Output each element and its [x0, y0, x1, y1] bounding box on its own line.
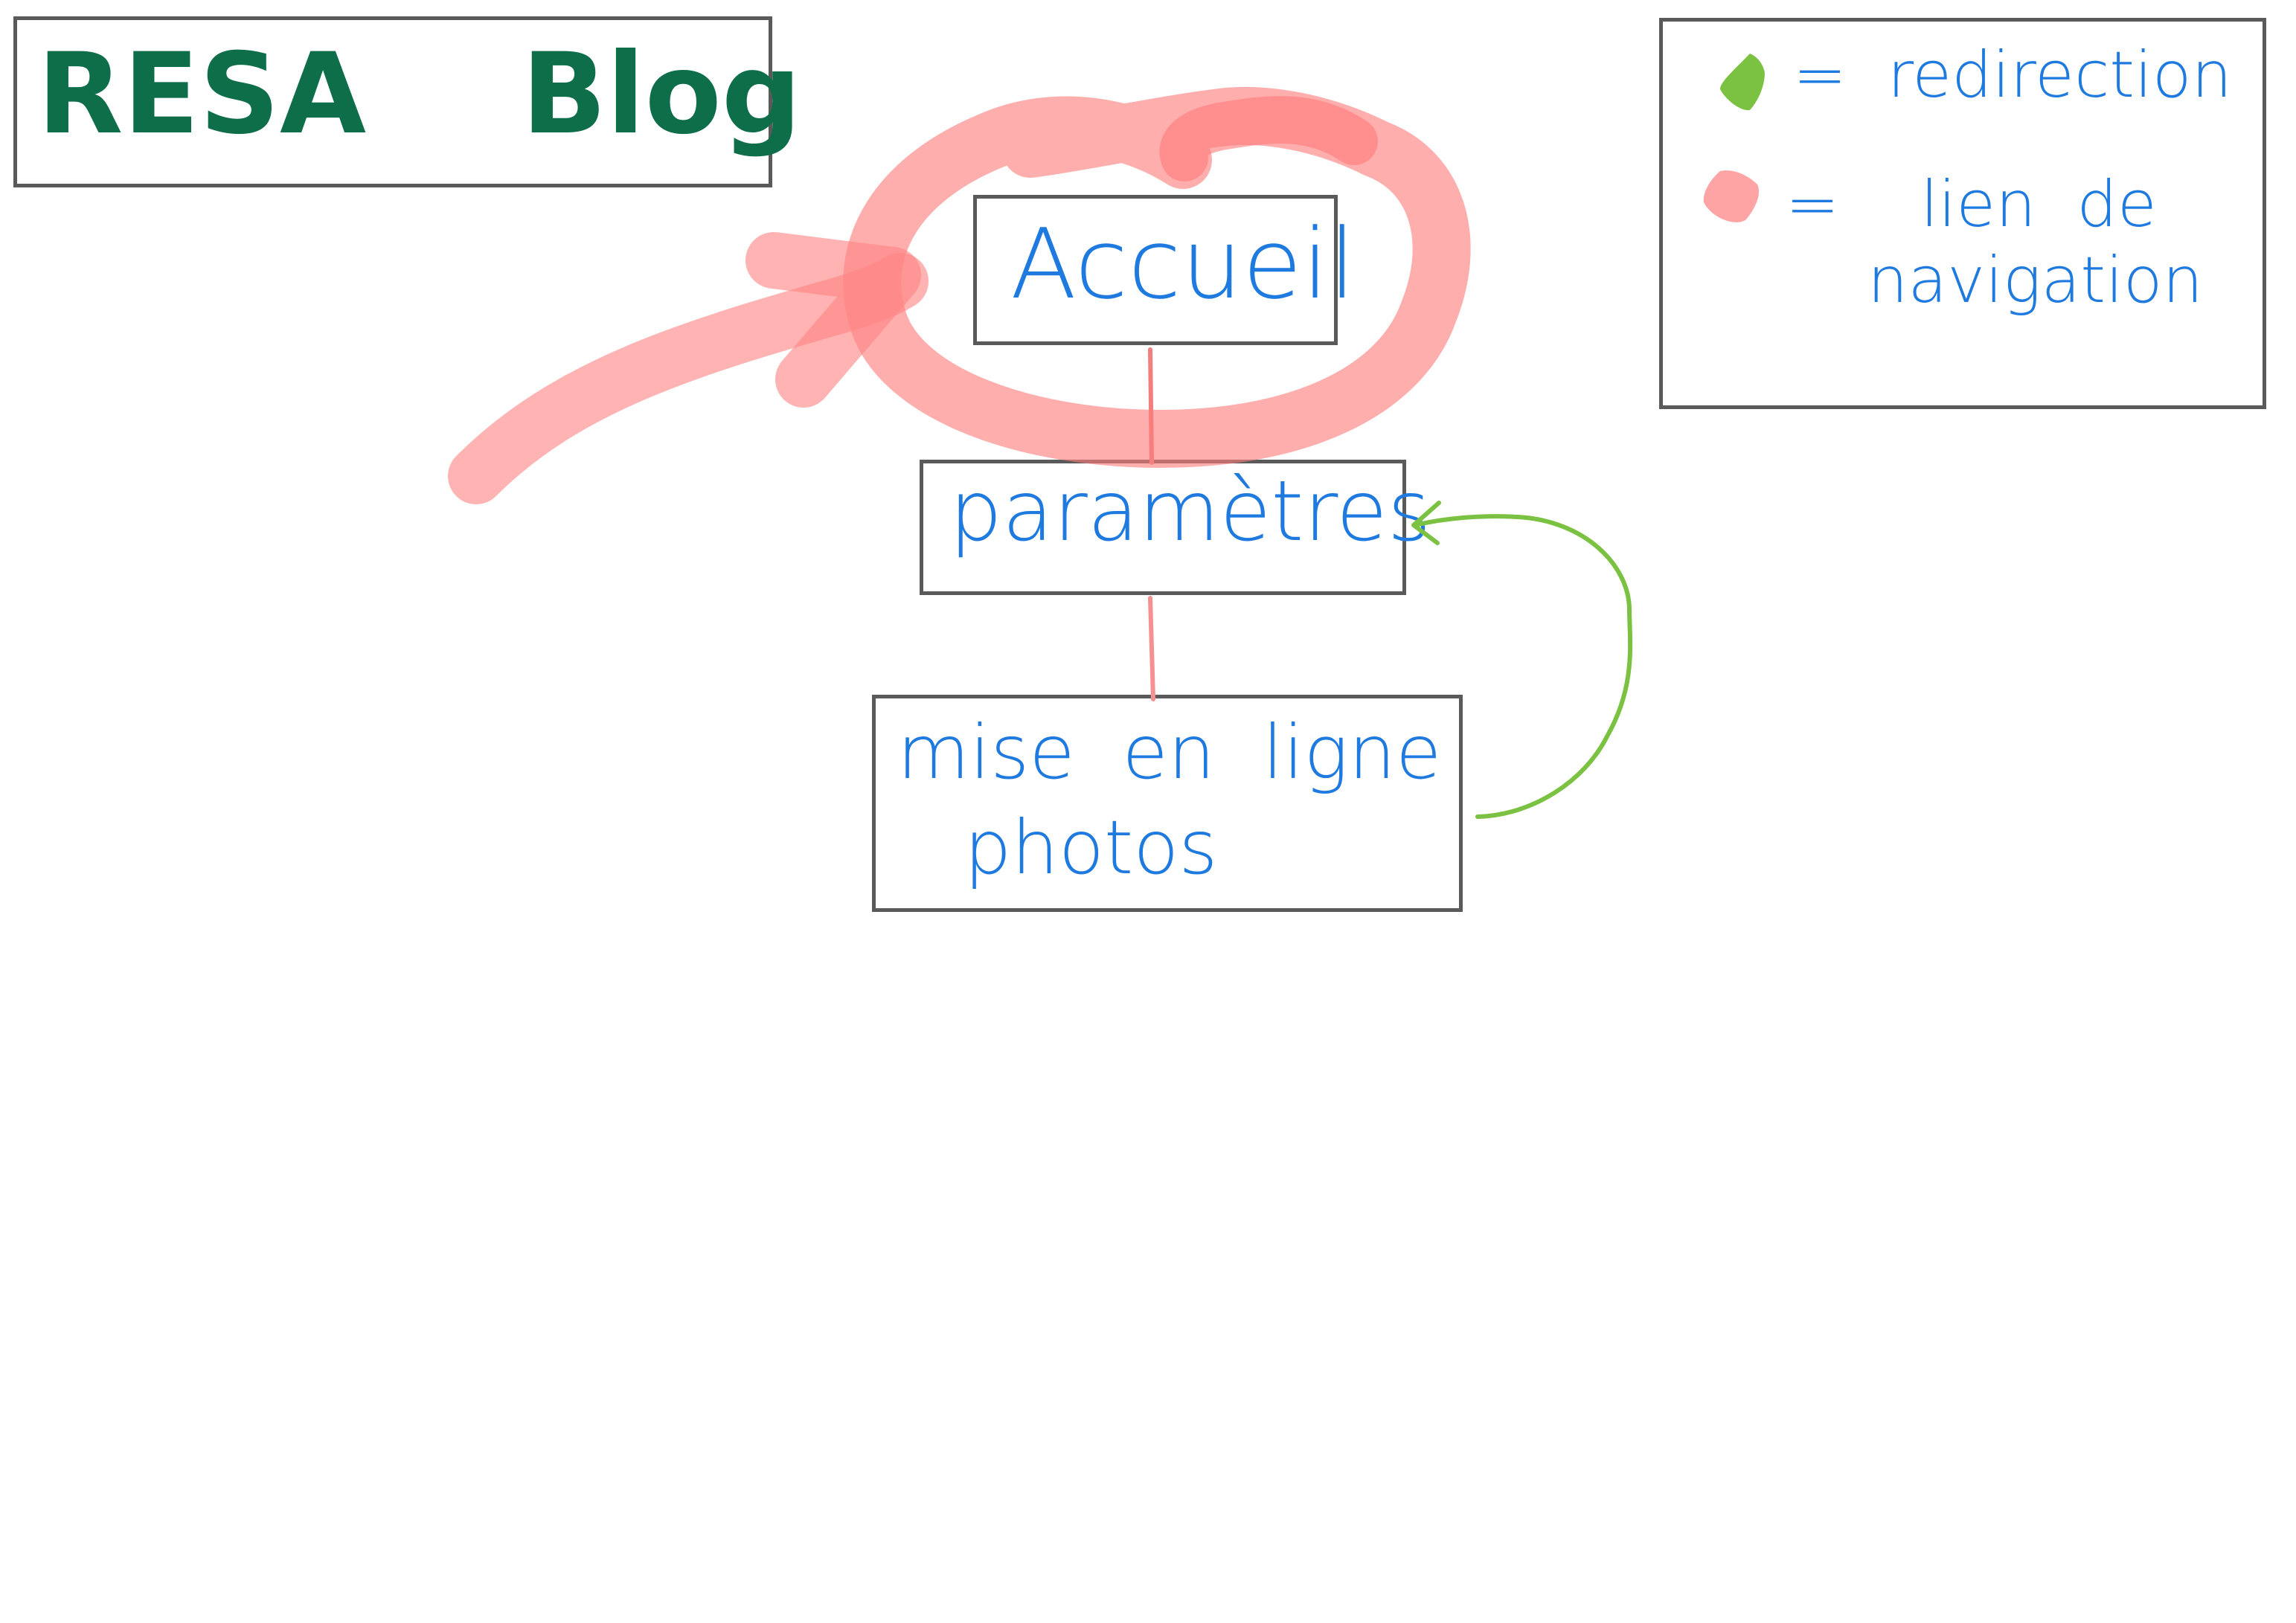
legend-box — [1659, 18, 2266, 409]
node-mise-en-ligne-label-line1: mise en ligne — [897, 709, 1442, 796]
navigation-arrow-head — [745, 232, 921, 408]
node-parametres-label: paramètres — [949, 463, 1431, 560]
node-accueil-label: Accueil — [1010, 208, 1356, 321]
highlight-circle-accueil-hook — [1159, 96, 1378, 181]
title-box — [13, 16, 772, 187]
legend-navigation-label-line1: = lien de — [1786, 167, 2157, 242]
diagram-title: RESA Blog — [37, 30, 802, 159]
legend-navigation-label-line2: navigation — [1867, 243, 2204, 318]
nav-link-accueil-parametres — [1148, 347, 1154, 465]
nav-link-parametres-mise-en-ligne — [1148, 596, 1155, 701]
node-mise-en-ligne-label-line2: photos — [964, 804, 1218, 891]
legend-redirection-label: = redirection — [1793, 38, 2232, 112]
navigation-arrow-shaft — [448, 253, 929, 504]
